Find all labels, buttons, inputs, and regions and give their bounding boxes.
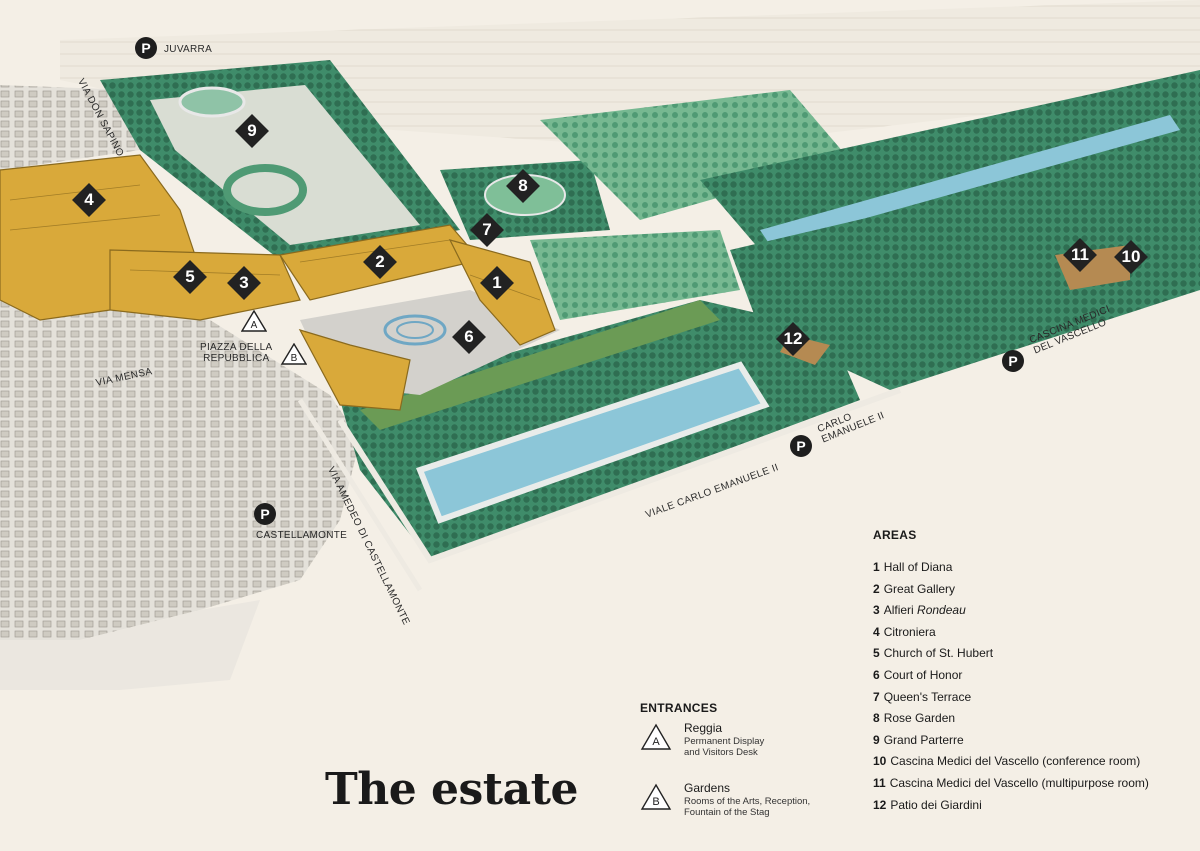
- area-marker-8[interactable]: 8: [505, 168, 541, 204]
- area-marker-3[interactable]: 3: [226, 265, 262, 301]
- town-north: [0, 85, 140, 170]
- entrance-item-b: B Gardens Rooms of the Arts, Reception, …: [640, 781, 850, 835]
- parking-icon[interactable]: P: [135, 37, 157, 59]
- area-marker-7[interactable]: 7: [469, 212, 505, 248]
- entrance-a-desc: Permanent Display and Visitors Desk: [684, 736, 765, 758]
- area-marker-1[interactable]: 1: [479, 265, 515, 301]
- road-viale: [337, 387, 902, 564]
- marker-number: 11: [1071, 245, 1089, 264]
- marker-number: 4: [84, 190, 94, 209]
- area-marker-10[interactable]: 10: [1113, 239, 1149, 275]
- page-title: The estate: [325, 764, 578, 815]
- marker-number: 7: [482, 220, 492, 239]
- area-marker-9[interactable]: 9: [234, 113, 270, 149]
- marker-number: 10: [1121, 247, 1141, 266]
- garden-plots: [530, 230, 740, 320]
- marker-number: 3: [239, 273, 249, 292]
- svg-text:A: A: [652, 736, 660, 748]
- court-wing: [298, 329, 411, 411]
- upper-avenue: [700, 70, 1200, 250]
- entrance-b-icon[interactable]: B: [281, 343, 307, 365]
- parterre-inner: [150, 85, 420, 245]
- marker-number: 1: [492, 273, 502, 292]
- entrance-b-desc: Rooms of the Arts, Reception, Fountain o…: [684, 796, 811, 818]
- parking-icon[interactable]: P: [1002, 350, 1024, 372]
- entrance-a-legend-icon: A: [640, 723, 672, 750]
- place-label-piazza: PIAZZA DELLA REPUBBLICA: [200, 342, 273, 364]
- entrance-b-name: Gardens: [684, 781, 731, 795]
- right-woods: [730, 140, 1200, 390]
- marker-number: 12: [783, 329, 803, 348]
- great-basin: [416, 361, 770, 524]
- marker-number: 6: [464, 327, 474, 346]
- entrance-item-a: A Reggia Permanent Display and Visitors …: [640, 721, 850, 775]
- town-lower-edge: [0, 600, 260, 690]
- area-marker-12[interactable]: 12: [775, 321, 811, 357]
- parking-icon[interactable]: P: [254, 503, 276, 525]
- parking-label-castellamonte: CASTELLAMONTE: [256, 530, 348, 541]
- area-marker-4[interactable]: 4: [71, 182, 107, 218]
- marker-number: 5: [185, 267, 195, 286]
- area-marker-11[interactable]: 11: [1062, 237, 1098, 273]
- area-marker-2[interactable]: 2: [362, 244, 398, 280]
- town-area: [0, 290, 360, 650]
- road-amedeo: [297, 398, 423, 592]
- marker-number: 2: [375, 252, 385, 271]
- entrance-a-letter: A: [251, 320, 258, 331]
- entrance-a-name: Reggia: [684, 721, 723, 735]
- marker-number: 8: [518, 176, 528, 195]
- church-wing: [109, 249, 301, 321]
- entrance-b-legend-icon: B: [640, 783, 672, 810]
- entrance-b-letter: B: [291, 353, 298, 364]
- area-marker-6[interactable]: 6: [451, 319, 487, 355]
- areas-heading: AREAS: [873, 528, 917, 542]
- canal: [760, 115, 1180, 245]
- area-marker-5[interactable]: 5: [172, 259, 208, 295]
- svg-text:B: B: [652, 796, 659, 808]
- entrance-a-icon[interactable]: A: [241, 310, 267, 332]
- marker-number: 9: [247, 121, 257, 140]
- entrances-heading: ENTRANCES: [640, 701, 718, 715]
- parking-icon[interactable]: P: [790, 435, 812, 457]
- entrances-legend: ENTRANCES A Reggia Permanent Display and…: [640, 701, 850, 835]
- tree-row: [360, 300, 720, 430]
- orchard: [540, 90, 850, 220]
- parking-label-juvarra: JUVARRA: [164, 44, 213, 55]
